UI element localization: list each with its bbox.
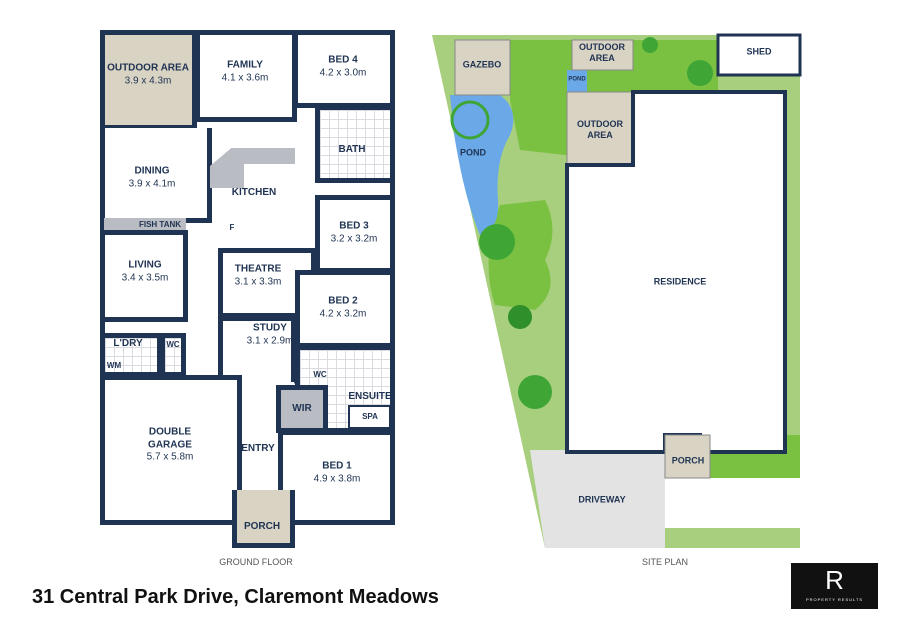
room-double-garage xyxy=(100,375,242,525)
tree xyxy=(687,60,713,86)
property-address: 31 Central Park Drive, Claremont Meadows xyxy=(32,586,439,608)
label-laundry: L'DRY xyxy=(113,337,143,349)
label-bath: BATH xyxy=(338,143,366,155)
room-living xyxy=(100,230,188,322)
label-spa: SPA xyxy=(362,412,378,421)
ground-floor-caption: GROUND FLOOR xyxy=(219,557,293,567)
label-ensuite-wc: WC xyxy=(313,370,327,379)
pond-small xyxy=(567,70,587,92)
label-fish-tank: FISH TANK xyxy=(138,220,182,229)
logo-letter: R xyxy=(825,565,844,595)
logo-text: PROPERTY RESULTS xyxy=(805,597,864,602)
room-bed-2 xyxy=(295,270,395,348)
label-outdoor-area-top: OUTDOOR AREA xyxy=(579,41,625,63)
driveway xyxy=(530,450,665,548)
pond xyxy=(450,95,514,235)
room-porch xyxy=(232,490,295,548)
label-ensuite: ENSUITE xyxy=(348,390,392,402)
tree xyxy=(450,100,490,140)
label-driveway: DRIVEWAY xyxy=(578,494,626,505)
room-study xyxy=(218,316,296,382)
label-kitchen: KITCHEN xyxy=(231,186,277,198)
room-wc xyxy=(160,333,186,377)
tree xyxy=(518,375,552,409)
outdoor-area xyxy=(566,91,634,166)
shrub xyxy=(508,305,532,329)
label-fridge: F xyxy=(229,223,235,232)
label-gazebo: GAZEBO xyxy=(462,59,502,70)
property-results-logo: R PROPERTY RESULTS xyxy=(791,563,878,609)
label-pond: POND xyxy=(459,147,487,158)
porch xyxy=(664,434,711,479)
room-family xyxy=(195,30,297,122)
room-dining xyxy=(100,128,212,223)
label-washing-machine: WM xyxy=(106,361,122,370)
gazebo xyxy=(454,39,511,96)
label-outdoor-area: OUTDOOR AREA xyxy=(577,118,623,140)
label-entry: ENTRY xyxy=(241,442,275,454)
label-wc: WC xyxy=(166,340,180,349)
spa xyxy=(348,405,391,429)
label-residence: RESIDENCE xyxy=(653,276,707,287)
label-pond-small: POND xyxy=(568,76,586,83)
label-shed: SHED xyxy=(746,46,772,57)
outdoor-area-top xyxy=(571,39,634,71)
room-bed-1 xyxy=(278,430,395,525)
label-porch: PORCH xyxy=(243,520,281,532)
room-bed-4 xyxy=(293,30,395,108)
room-outdoor-area xyxy=(100,30,197,130)
label-wir: WIR xyxy=(292,402,312,414)
shed xyxy=(716,33,802,77)
site-plan-caption: SITE PLAN xyxy=(641,557,689,567)
shrub xyxy=(642,37,658,53)
room-laundry xyxy=(100,333,162,377)
label-porch: PORCH xyxy=(671,455,705,466)
front-path xyxy=(665,478,800,528)
room-bath xyxy=(315,105,395,183)
fish-tank xyxy=(104,218,186,232)
tree xyxy=(479,224,515,260)
